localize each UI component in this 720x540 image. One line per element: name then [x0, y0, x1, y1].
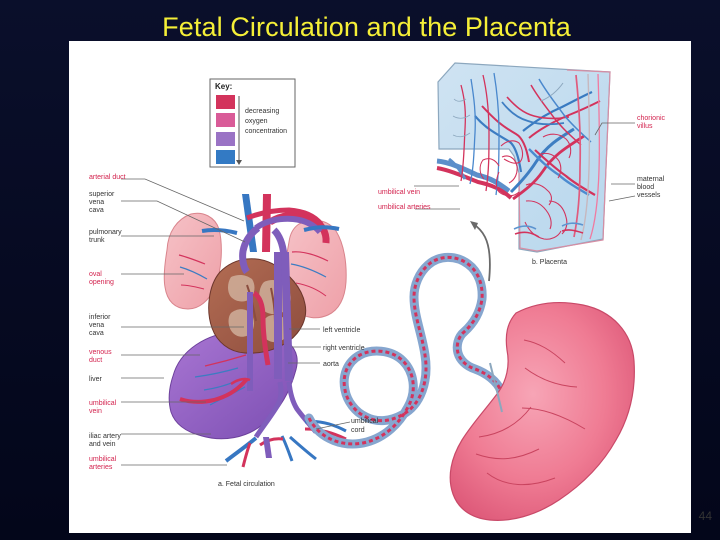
label-umbilical-vein-2: vein	[89, 408, 102, 415]
slide-title: Fetal Circulation and the Placenta	[0, 12, 720, 43]
key-color-3	[216, 132, 235, 146]
label-venous-1: venous	[89, 349, 112, 356]
label-superior-3: cava	[89, 207, 104, 214]
left-labels: arterial duct superior vena cava pulmona…	[89, 174, 126, 471]
label-maternal-3: vessels	[637, 192, 661, 199]
label-umbilical-cord-2: cord	[351, 427, 365, 434]
label-maternal-1: maternal	[637, 176, 665, 183]
page-number: 44	[699, 509, 712, 523]
key-text-line-1: decreasing	[245, 108, 279, 115]
label-chorionic-1: chorionic	[637, 115, 666, 122]
fetal-circulation-diagram: Key: decreasing oxygen concentration	[69, 41, 691, 533]
label-umbilical-arteries-1: umbilical	[89, 456, 117, 463]
label-pulmonary-1: pulmonary	[89, 229, 122, 236]
label-placenta-umbilical-vein: umbilical vein	[378, 189, 420, 196]
key-color-4	[216, 150, 235, 164]
label-umbilical-vein-1: umbilical	[89, 400, 117, 407]
label-maternal-2: blood	[637, 184, 654, 191]
label-chorionic-2: villus	[637, 123, 653, 130]
label-arterial-duct: arterial duct	[89, 174, 126, 181]
key-color-1	[216, 95, 235, 109]
placenta-section	[437, 63, 610, 252]
label-superior-2: vena	[89, 199, 104, 206]
label-umbilical-arteries-2: arteries	[89, 464, 113, 471]
placenta-arrow-icon	[470, 221, 478, 230]
placenta	[450, 303, 634, 521]
label-right-ventricle: right ventricle	[323, 345, 365, 352]
key-text-line-3: concentration	[245, 128, 287, 135]
fetal-circulation-figure: Key: decreasing oxygen concentration	[69, 41, 691, 533]
label-placenta-caption: b. Placenta	[532, 259, 567, 266]
label-aorta: aorta	[323, 361, 339, 368]
label-superior-1: superior	[89, 191, 115, 198]
label-pulmonary-2: trunk	[89, 237, 105, 244]
key-text-line-2: oxygen	[245, 118, 268, 125]
label-umbilical-cord-1: umbilical	[351, 418, 379, 425]
key-box: Key: decreasing oxygen concentration	[210, 79, 295, 167]
label-inferior-3: cava	[89, 330, 104, 337]
label-inferior-2: vena	[89, 322, 104, 329]
label-iliac-2: and vein	[89, 441, 116, 448]
label-iliac-1: iliac artery	[89, 433, 121, 440]
label-oval-1: oval	[89, 271, 102, 278]
label-placenta-umbilical-arteries: umbilical arteries	[378, 204, 431, 211]
label-venous-2: duct	[89, 357, 102, 364]
key-color-2	[216, 113, 235, 127]
label-inferior-1: inferior	[89, 314, 111, 321]
label-left-ventricle: left ventricle	[323, 327, 360, 334]
label-fetal-circulation: a. Fetal circulation	[218, 481, 275, 488]
key-title: Key:	[215, 82, 232, 91]
label-liver: liver	[89, 376, 103, 383]
label-oval-2: opening	[89, 279, 114, 286]
